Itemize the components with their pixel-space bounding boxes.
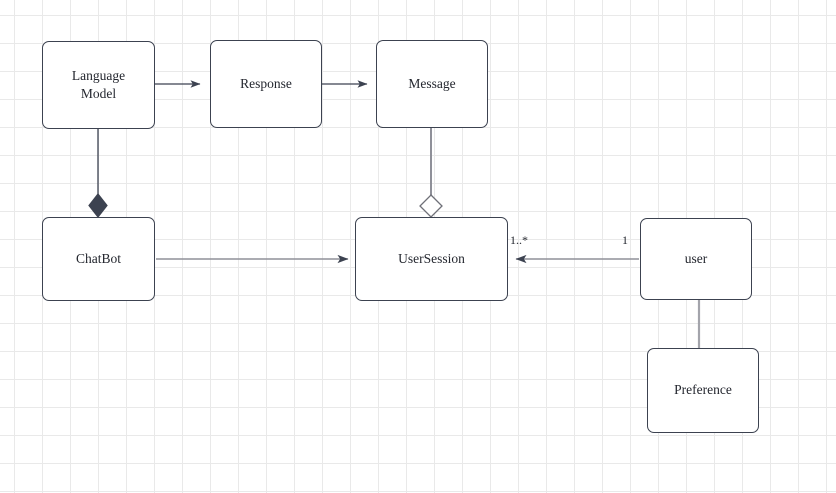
edge-label-multiplicity-one: 1 [622,233,628,247]
filled-diamond-marker [88,193,108,218]
node-label-preference: Preference [674,382,732,398]
node-label-response: Response [240,75,292,91]
node-label-language-model: Language Model [71,67,126,101]
node-chatbot[interactable]: ChatBot [42,217,155,301]
node-message[interactable]: Message [376,40,488,128]
node-usersession[interactable]: UserSession [355,217,508,301]
node-response[interactable]: Response [210,40,322,128]
node-preference[interactable]: Preference [647,348,759,433]
hollow-diamond-marker [419,194,443,218]
node-label-chatbot: ChatBot [75,250,121,266]
edge-language-model-to-chatbot [88,129,108,218]
node-label-message: Message [408,75,456,91]
node-label-usersession: UserSession [398,250,465,266]
edge-message-to-usersession [419,128,443,218]
node-label-user: user [684,250,708,266]
node-language-model[interactable]: Language Model [42,41,155,129]
node-user[interactable]: user [640,218,752,300]
edge-label-multiplicity-many: 1..* [510,233,528,247]
